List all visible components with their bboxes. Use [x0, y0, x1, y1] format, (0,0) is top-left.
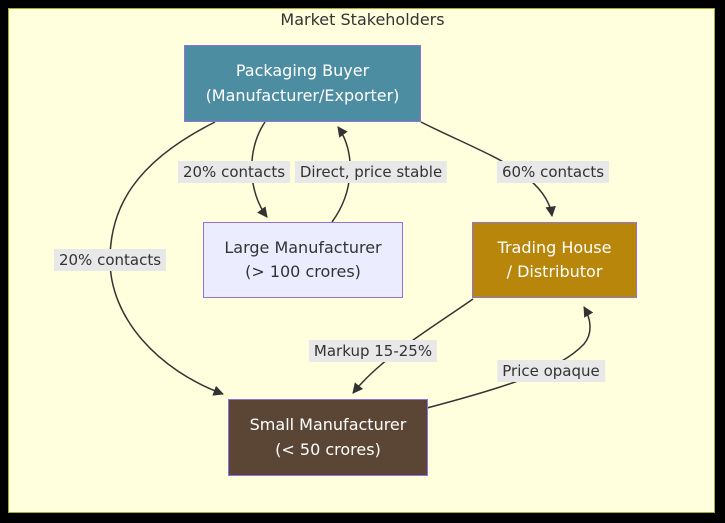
node-small-manufacturer-line2: (< 50 crores)	[275, 439, 381, 459]
node-trading-house-line1: Trading House	[497, 237, 612, 257]
node-small-manufacturer: Small Manufacturer (< 50 crores)	[228, 399, 428, 476]
edge-label-pb-lm: 20% contacts	[177, 161, 291, 183]
node-large-manufacturer-line2: (> 100 crores)	[245, 262, 361, 281]
node-large-manufacturer: Large Manufacturer (> 100 crores)	[203, 222, 403, 298]
node-packaging-buyer-line1: Packaging Buyer	[235, 61, 370, 81]
edge-label-pb-th: 60% contacts	[496, 161, 610, 183]
node-large-manufacturer-line1: Large Manufacturer	[224, 237, 382, 257]
node-packaging-buyer: Packaging Buyer (Manufacturer/Exporter)	[184, 45, 421, 122]
node-small-manufacturer-line1: Small Manufacturer	[249, 415, 407, 435]
diagram-title: Market Stakeholders	[280, 10, 445, 29]
edge-label-pb-sm: 20% contacts	[53, 249, 167, 271]
edge-label-lm-pb: Direct, price stable	[294, 161, 448, 183]
edge-label-th-sm: Markup 15-25%	[308, 340, 438, 362]
node-trading-house: Trading House / Distributor	[472, 222, 637, 298]
node-packaging-buyer-line2: (Manufacturer/Exporter)	[205, 85, 400, 105]
edge-label-sm-th: Price opaque	[497, 360, 605, 382]
node-trading-house-line2: / Distributor	[506, 262, 603, 281]
